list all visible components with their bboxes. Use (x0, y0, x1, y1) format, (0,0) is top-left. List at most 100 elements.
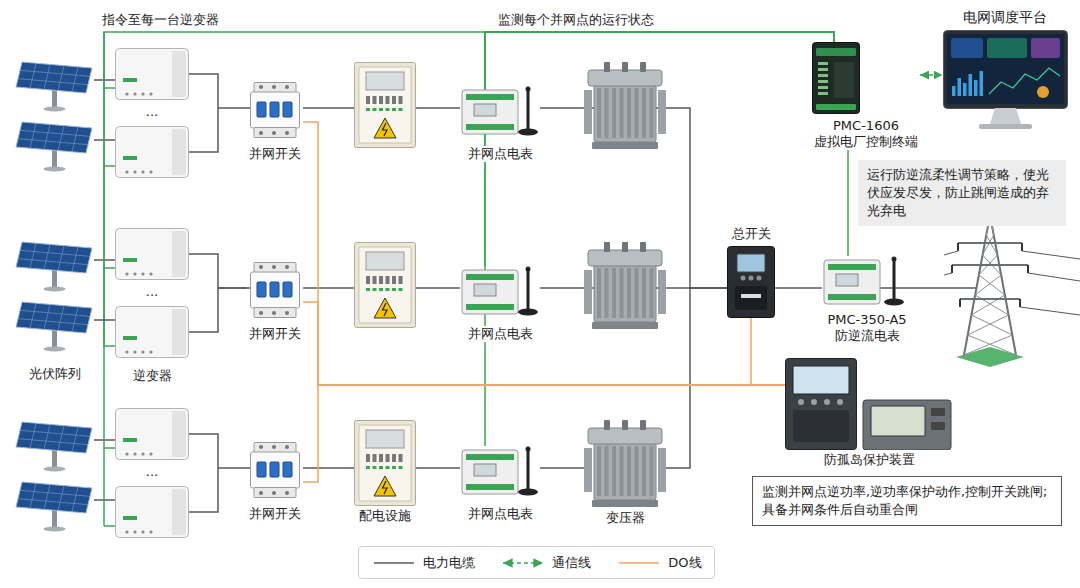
relay-part (793, 410, 849, 442)
panel-part (44, 244, 50, 269)
monitor-part (947, 34, 1064, 104)
panel-part (44, 467, 66, 472)
cabinet-part (373, 466, 377, 469)
panel-part (72, 487, 78, 512)
cabinet-part (374, 476, 396, 496)
cabinet-part (392, 108, 396, 111)
cabinet-part (399, 466, 403, 469)
cabinet-part (366, 96, 370, 104)
inverter-part (123, 336, 137, 340)
meter-icon (460, 446, 540, 496)
switch-part (272, 265, 276, 269)
pylon-arm (952, 243, 1028, 299)
meter-part (527, 89, 530, 130)
equipment-label: 并网开关 (247, 146, 303, 162)
cabinet-part (386, 96, 390, 104)
transformer-part (640, 242, 646, 252)
breaker-part (737, 254, 765, 272)
panel-part (20, 130, 90, 136)
ellipsis-mark: ... (144, 104, 160, 120)
vpp-part (818, 92, 828, 95)
transformer-part (584, 270, 592, 314)
inverter-part (133, 272, 136, 275)
power-cable (775, 287, 822, 289)
meter-part (474, 104, 496, 116)
inverter-part (125, 350, 128, 353)
inverter-part (133, 350, 136, 353)
panel-part (30, 303, 36, 328)
transformer-part (642, 268, 646, 318)
vpp-part (813, 43, 860, 114)
transformer-part (588, 428, 662, 444)
cabinet-part (359, 67, 411, 143)
vpp-part (816, 104, 856, 110)
cabinet-part (366, 108, 370, 111)
switch-part (259, 265, 263, 269)
inverter-part (123, 516, 137, 520)
meter-part (527, 449, 530, 490)
transformer-part (650, 446, 654, 496)
legend-text: 通信线 (552, 555, 591, 571)
cabinet-part (359, 425, 411, 501)
inverter-part (123, 258, 137, 262)
transformer-part (622, 420, 628, 430)
ellipsis-mark: ... (144, 464, 160, 480)
inverter-picture (116, 409, 189, 460)
inverter-picture (116, 487, 189, 538)
switch-part (272, 445, 276, 449)
panel-part (58, 246, 64, 271)
inverter-part (123, 156, 137, 160)
comm-line (920, 74, 943, 76)
pylon-insulator (952, 243, 1028, 307)
panel-part (44, 304, 50, 329)
switch-part (257, 462, 266, 477)
panel-part (44, 347, 66, 352)
pylon-wire (944, 251, 1080, 315)
monitor-part (989, 68, 1060, 94)
meter-part (526, 87, 531, 92)
cabinet-part (366, 430, 404, 448)
transformer-part (604, 420, 610, 430)
cabinet-part (386, 288, 390, 291)
equipment-label: 配电设施 (357, 508, 413, 524)
relay-part (863, 400, 951, 450)
switch-part (283, 102, 292, 117)
cabinet-part (379, 466, 383, 469)
transformer-part (612, 268, 616, 318)
inverter-part (149, 272, 152, 275)
panel-part (18, 139, 88, 145)
inverter-part (141, 530, 144, 533)
panel-part (52, 328, 57, 348)
transformer-part (658, 90, 666, 134)
comm-line (847, 150, 849, 256)
monitor-icon (943, 30, 1068, 130)
transformer-part (622, 242, 628, 252)
relay-part (786, 359, 857, 450)
transformer-part (650, 88, 654, 138)
switch-part (272, 311, 276, 315)
vpp-part (834, 62, 854, 98)
inverter-part (141, 452, 144, 455)
monitor-part (951, 38, 983, 58)
power-wires (94, 74, 976, 512)
inverter-part (172, 489, 186, 535)
transformer-part (620, 446, 624, 496)
monitor-part (1031, 38, 1060, 58)
meter-node: 并网点电表 (460, 86, 540, 162)
legend-sample (500, 558, 546, 568)
equipment-label: 虚拟电厂控制终端 (812, 134, 920, 150)
panel-part (16, 302, 92, 333)
do-line (303, 122, 785, 385)
pylon-symbol (944, 215, 1080, 367)
legend-item: DO线 (616, 555, 701, 571)
inverter-part (149, 452, 152, 455)
switch-part (257, 282, 266, 297)
monitor-part (957, 78, 961, 96)
note-text: 监测并网点逆功率,逆功率保护动作,控制开关跳闸;具备并网条件后自动重合闸 (753, 477, 1061, 525)
panel-part (30, 243, 36, 268)
transformer-part (605, 268, 609, 318)
meter-part (518, 489, 538, 496)
switch-part (254, 128, 296, 138)
relay-part (798, 399, 804, 405)
cabinet-part (392, 96, 396, 104)
